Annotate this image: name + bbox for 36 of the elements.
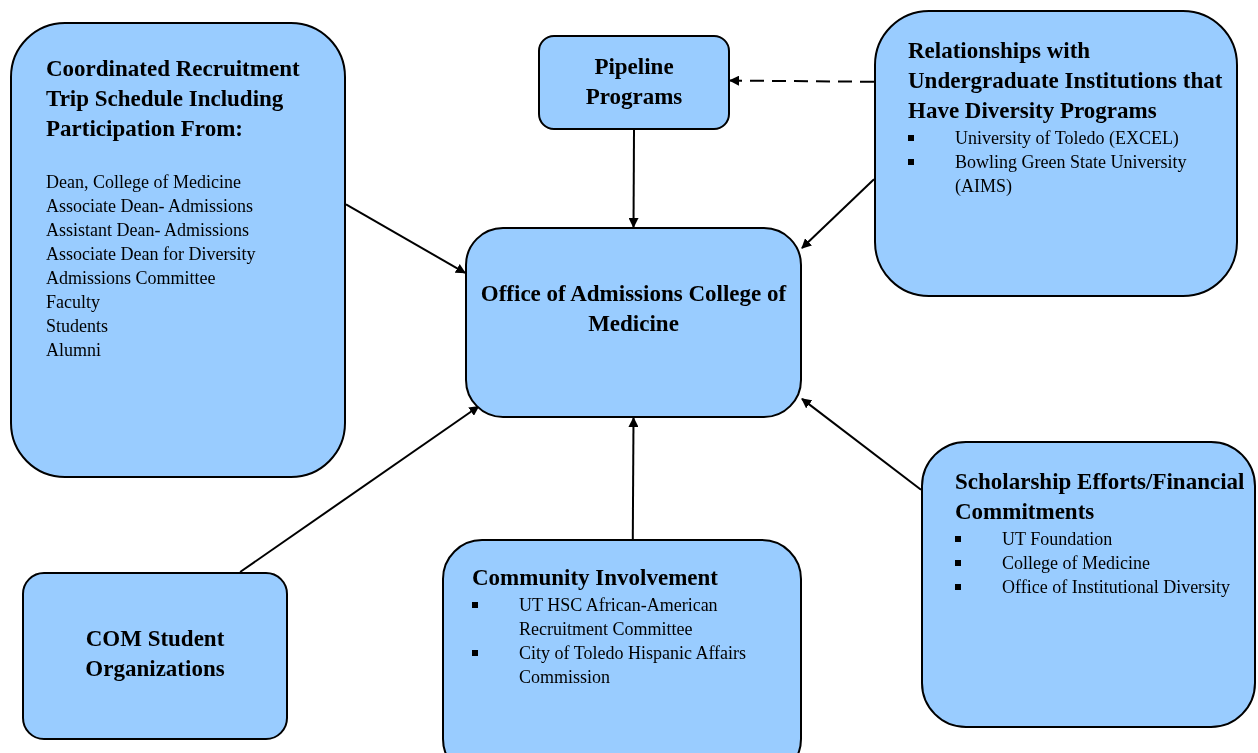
list-item: Alumni (46, 339, 102, 362)
rounded-box (538, 35, 730, 130)
list-item: Faculty (46, 291, 101, 314)
rounded-box (442, 539, 802, 753)
list-item-text: Bowling Green State University (AIMS) (955, 152, 1187, 196)
box-heading: Relationships with Undergraduate Institutions that Have Diversity Programs (908, 37, 1224, 125)
rounded-box (22, 572, 288, 740)
list-item-text: UT HSC African-American Recruitment Committee (519, 595, 718, 639)
rounded-box (465, 227, 802, 418)
list-item: Students (46, 315, 109, 338)
list-item: Assistant Dean- Admissions (46, 219, 250, 242)
list-item: Associate Dean- Admissions (46, 195, 254, 218)
list-item-text: UT Foundation (1002, 529, 1113, 549)
box-heading: Coordinated Recruitment Trip Schedule Including Participation From: (46, 55, 301, 143)
rounded-box (10, 22, 346, 478)
list-item-text: City of Toledo Hispanic Affairs Commission (519, 643, 747, 687)
list-item-text: Office of Institutional Diversity (1002, 577, 1231, 597)
box-heading: Office of Admissions College of Medicine (479, 280, 788, 338)
box-heading: COM Student Organizations (84, 625, 226, 683)
box-heading: Pipeline Programs (584, 53, 684, 111)
dashed-arrow (729, 75, 875, 86)
rounded-box (874, 10, 1238, 297)
arrow (345, 203, 466, 274)
list-item-text: University of Toledo (EXCEL) (955, 128, 1179, 148)
box-heading: Community Involvement (472, 564, 719, 592)
box-heading: Scholarship Efforts/Financial Commitments (955, 468, 1246, 526)
arrow (239, 405, 480, 573)
arrow (801, 397, 922, 491)
list-item: Associate Dean for Diversity (46, 243, 257, 266)
arrow (628, 417, 639, 540)
rounded-box (921, 441, 1256, 728)
list-item: Admissions Committee (46, 267, 217, 290)
arrow (628, 129, 639, 228)
list-item-text: College of Medicine (1002, 553, 1150, 573)
arrow (801, 178, 875, 249)
list-item: Dean, College of Medicine (46, 171, 242, 194)
